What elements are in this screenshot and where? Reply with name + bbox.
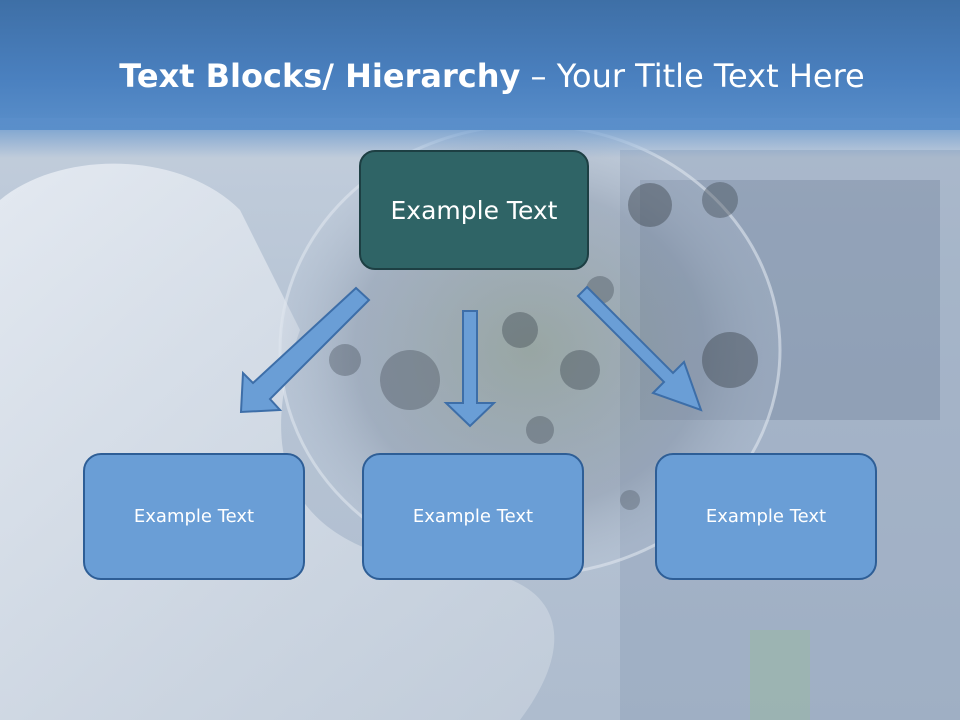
title-rest-part: Your Title Text Here xyxy=(556,57,865,95)
title-separator: – xyxy=(520,57,557,95)
arrow-right xyxy=(576,285,703,412)
top-box-label: Example Text xyxy=(390,195,558,225)
child-box-middle-label: Example Text xyxy=(412,506,534,527)
child-box-left-label: Example Text xyxy=(133,506,255,527)
arrow-middle xyxy=(443,310,497,428)
arrow-left xyxy=(239,286,371,414)
child-box-left: Example Text xyxy=(83,453,305,580)
top-box: Example Text xyxy=(359,150,589,270)
title-bold-part: Text Blocks/ Hierarchy xyxy=(119,57,521,95)
child-box-middle: Example Text xyxy=(362,453,584,580)
child-box-right: Example Text xyxy=(655,453,877,580)
title-bar xyxy=(0,0,960,130)
child-box-right-label: Example Text xyxy=(705,506,827,527)
slide-title: Text Blocks/ Hierarchy – Your Title Text… xyxy=(0,54,960,98)
